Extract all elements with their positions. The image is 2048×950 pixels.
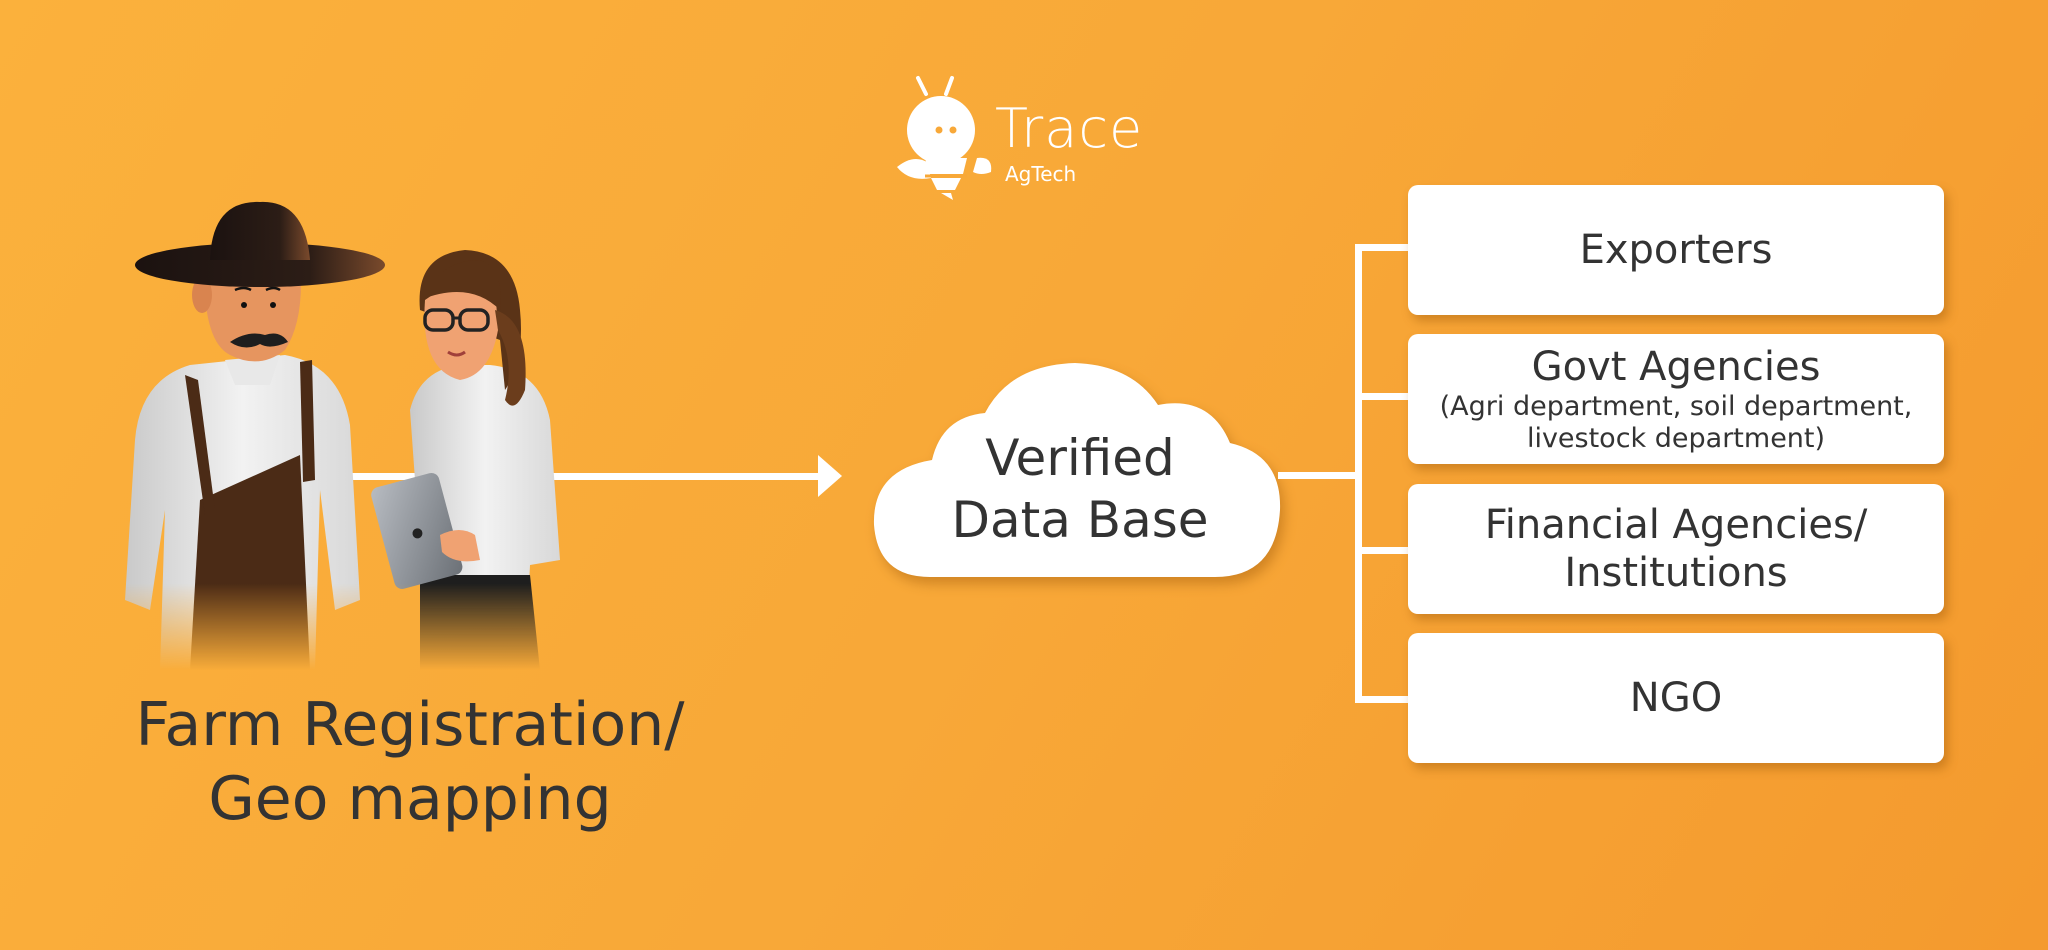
branch-connector-3 — [1355, 547, 1411, 554]
source-title-line2: Geo mapping — [208, 764, 612, 834]
hub-label-line2: Data Base — [951, 491, 1209, 549]
card-title: NGO — [1629, 675, 1723, 721]
card-title: Govt Agencies — [1531, 344, 1821, 390]
flow-arrow-line — [340, 473, 830, 480]
trace-agtech-logo: Trace AgTech — [895, 72, 1165, 202]
hub-label-line1: Verified — [985, 429, 1175, 487]
logo-subtitle: AgTech — [1005, 162, 1077, 186]
branch-connector-4 — [1355, 696, 1411, 703]
cloud-icon — [873, 363, 1281, 577]
bee-icon — [897, 76, 992, 200]
branch-connector-1 — [1355, 244, 1411, 251]
farmer-and-field-agent-illustration — [125, 201, 560, 670]
hub-to-tree-connector — [1278, 472, 1362, 479]
tree-trunk-connector — [1355, 244, 1362, 703]
hub-label: Verified Data Base — [880, 427, 1280, 551]
source-title-line1: Farm Registration/ — [135, 690, 685, 760]
source-title: Farm Registration/ Geo mapping — [90, 688, 730, 836]
destination-card-exporters: Exporters — [1408, 185, 1944, 315]
card-subtitle: (Agri department, soil department, — [1439, 391, 1913, 422]
arrow-head-icon — [818, 455, 842, 497]
branch-connector-2 — [1355, 393, 1411, 400]
destination-card-ngo: NGO — [1408, 633, 1944, 763]
destination-card-govt-agencies: Govt Agencies (Agri department, soil dep… — [1408, 334, 1944, 464]
card-title-line2: Institutions — [1564, 550, 1788, 596]
logo-wordmark: Trace — [995, 97, 1144, 160]
card-subtitle-line2: livestock department) — [1526, 423, 1826, 454]
card-title: Exporters — [1579, 227, 1773, 273]
destination-card-financial-agencies: Financial Agencies/ Institutions — [1408, 484, 1944, 614]
card-title: Financial Agencies/ — [1484, 502, 1868, 548]
